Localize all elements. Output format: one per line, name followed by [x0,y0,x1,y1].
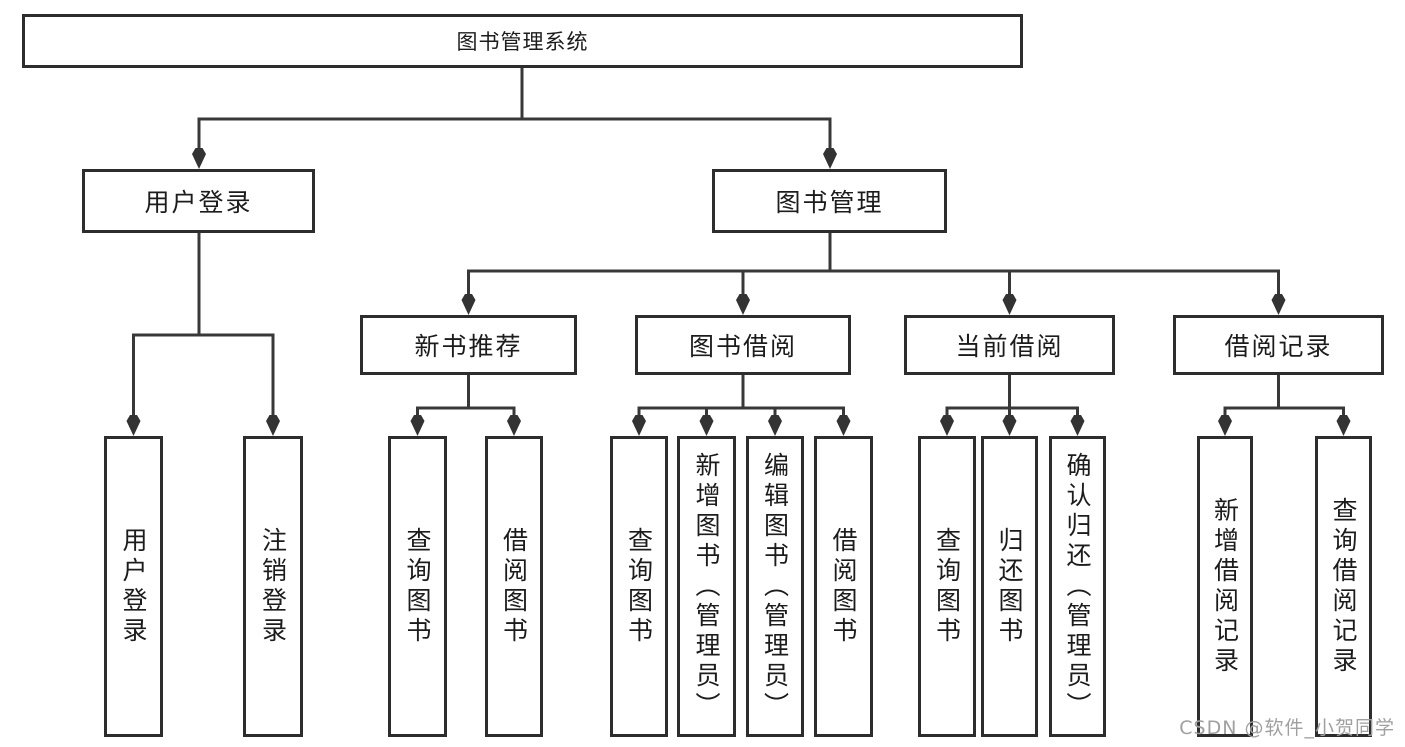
node-user-login: 用户登录 [82,169,315,233]
connector-book-management-group [467,231,1280,299]
leaf-borrow-books-borrowing: 借阅图书 [814,436,873,737]
leaf-query-books-current: 查询图书 [918,436,976,737]
connector-borrowing-group [637,373,845,420]
watermark: CSDN @软件_小贺同学 [1179,717,1395,739]
leaf-logout: 注销登录 [243,436,303,737]
connector-recommendation-group [416,373,516,420]
leaf-confirm-return-admin: 确认归还（管理员） [1049,436,1106,737]
leaf-add-borrow-record: 新增借阅记录 [1197,436,1253,737]
leaf-edit-books-admin: 编辑图书（管理员） [746,436,804,737]
connector-root-to-level2 [197,66,832,153]
node-borrowing-records: 借阅记录 [1173,315,1384,375]
node-library-management-system: 图书管理系统 [22,14,1023,68]
leaf-user-login: 用户登录 [104,436,163,737]
leaf-add-books-admin: 新增图书（管理员） [677,436,736,737]
node-new-book-recommendation: 新书推荐 [360,315,577,375]
leaf-return-books: 归还图书 [981,436,1038,737]
node-book-borrowing: 图书借阅 [635,315,851,375]
arrowheads [126,148,1351,436]
connector-user-login-group [132,231,275,420]
leaf-query-books-recommend: 查询图书 [388,436,447,737]
leaf-query-books-borrowing: 查询图书 [610,436,668,737]
connector-records-group [1223,373,1345,420]
leaf-query-borrow-record: 查询借阅记录 [1315,436,1372,737]
node-current-borrowing: 当前借阅 [904,315,1115,375]
connector-current-group [945,373,1079,420]
node-book-management: 图书管理 [712,169,947,233]
leaf-borrow-books-recommend: 借阅图书 [485,436,543,737]
